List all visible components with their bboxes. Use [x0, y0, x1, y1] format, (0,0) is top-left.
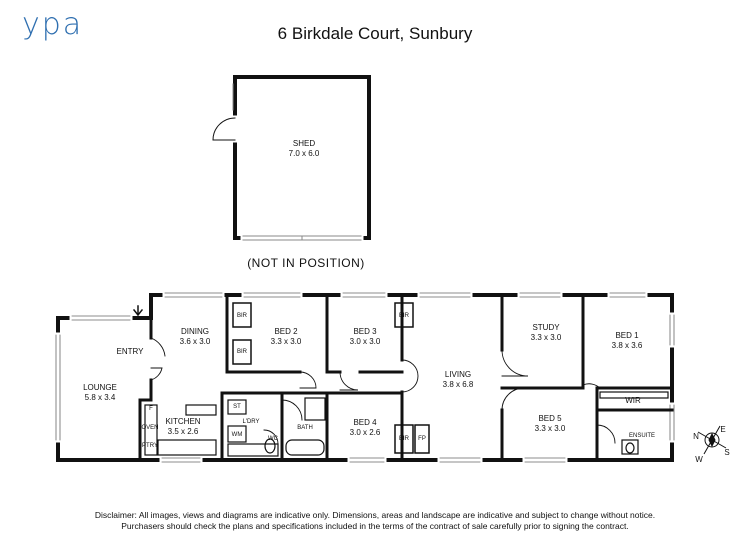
room-study: STUDY 3.3 x 3.0 — [513, 323, 579, 343]
label-oven: OVEN — [141, 425, 159, 431]
disclaimer-line-2: Purchasers should check the plans and sp… — [121, 521, 629, 531]
room-name: KITCHEN — [165, 417, 201, 426]
room-name: BED 4 — [353, 418, 377, 427]
room-dining: DINING 3.6 x 3.0 — [165, 327, 225, 347]
room-name: BED 3 — [353, 327, 377, 336]
label-bir-bed3: BIR — [398, 313, 409, 319]
label-pantry: PTRY — [142, 443, 158, 449]
room-bed4: BED 4 3.0 x 2.6 — [334, 418, 396, 438]
compass-rose — [697, 425, 727, 455]
compass-e: E — [720, 425, 726, 434]
label-bir-bed4: BIR — [398, 436, 409, 442]
room-size: 3.0 x 3.0 — [349, 337, 381, 346]
compass-w: W — [695, 455, 703, 464]
room-bed3: BED 3 3.0 x 3.0 — [334, 327, 396, 347]
label-bath: BATH — [297, 425, 313, 431]
label-ensuite: ENSUITE — [628, 433, 655, 439]
disclaimer-line-1: Disclaimer: All images, views and diagra… — [94, 510, 656, 520]
room-size: 3.3 x 3.0 — [530, 333, 562, 342]
shed-walls — [233, 75, 371, 240]
room-name: LOUNGE — [83, 383, 117, 392]
room-size: 3.8 x 6.8 — [442, 380, 474, 389]
room-name: LIVING — [444, 370, 472, 379]
room-size: 3.0 x 2.6 — [349, 428, 381, 437]
label-wc: WC — [268, 436, 278, 442]
room-size: 3.3 x 3.0 — [270, 337, 302, 346]
shed-position-note: (NOT IN POSITION) — [247, 256, 365, 270]
shed-label: SHED 7.0 x 6.0 — [269, 139, 339, 159]
label-entry: ENTRY — [116, 347, 144, 356]
interior-walls — [138, 293, 674, 462]
compass-n: N — [693, 432, 699, 441]
label-wir: WIR — [625, 396, 641, 405]
room-size: 5.8 x 3.4 — [84, 393, 116, 402]
room-size: 3.3 x 3.0 — [534, 424, 566, 433]
label-laundry: L'DRY — [242, 419, 260, 425]
room-lounge: LOUNGE 5.8 x 3.4 — [70, 383, 130, 403]
room-bed1: BED 1 3.8 x 3.6 — [594, 331, 660, 351]
label-fridge: F — [149, 406, 153, 412]
disclaimer: Disclaimer: All images, views and diagra… — [0, 510, 750, 532]
room-name: BED 5 — [538, 414, 562, 423]
label-washing-machine: WM — [231, 432, 243, 438]
room-name: BED 2 — [274, 327, 298, 336]
label-bir-bed2-bottom: BIR — [236, 349, 247, 355]
room-name: DINING — [181, 327, 209, 336]
shed-door — [212, 117, 236, 141]
room-bed5: BED 5 3.3 x 3.0 — [517, 414, 583, 434]
room-kitchen: KITCHEN 3.5 x 2.6 — [157, 417, 209, 437]
room-bed2: BED 2 3.3 x 3.0 — [255, 327, 317, 347]
label-storage: ST — [233, 404, 241, 410]
shed-size: 7.0 x 6.0 — [288, 149, 320, 158]
room-name: BED 1 — [615, 331, 639, 340]
room-size: 3.8 x 3.6 — [611, 341, 643, 350]
room-name: STUDY — [532, 323, 560, 332]
label-fp: FP — [418, 436, 426, 442]
room-size: 3.5 x 2.6 — [167, 427, 199, 436]
room-living: LIVING 3.8 x 6.8 — [425, 370, 491, 390]
room-size: 3.6 x 3.0 — [179, 337, 211, 346]
agency-logo: ypa — [22, 7, 84, 42]
property-address: 6 Birkdale Court, Sunbury — [277, 24, 473, 43]
label-bir-bed2-top: BIR — [236, 313, 247, 319]
compass-s: S — [724, 448, 730, 457]
shed-name: SHED — [292, 139, 316, 148]
